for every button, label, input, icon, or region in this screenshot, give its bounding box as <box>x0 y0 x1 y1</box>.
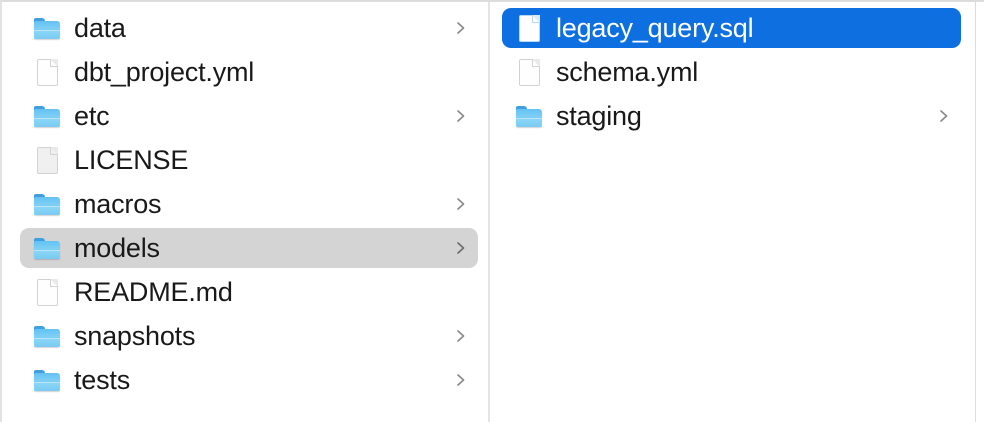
folder-icon <box>34 13 60 43</box>
list-item-selected[interactable]: legacy_query.sql <box>502 8 961 48</box>
chevron-right-icon[interactable] <box>454 194 468 214</box>
list-item[interactable]: macros <box>20 184 478 224</box>
list-item-selected-inactive[interactable]: models <box>20 228 478 268</box>
list-item[interactable]: staging <box>502 96 961 136</box>
folder-icon <box>34 189 60 219</box>
list-item-label: models <box>74 233 160 263</box>
chevron-right-icon[interactable] <box>454 18 468 38</box>
list-item-label: schema.yml <box>556 57 699 87</box>
chevron-right-icon[interactable] <box>454 238 468 258</box>
folder-icon <box>516 101 542 131</box>
list-item[interactable]: etc <box>20 96 478 136</box>
list-item-label: etc <box>74 101 110 131</box>
browser-column-models[interactable]: legacy_query.sql schema.yml <box>490 2 975 422</box>
list-item-label: snapshots <box>74 321 196 351</box>
list-item[interactable]: dbt_project.yml <box>20 52 478 92</box>
list-item[interactable]: LICENSE <box>20 140 478 180</box>
list-item[interactable]: data <box>20 8 478 48</box>
file-list-models: legacy_query.sql schema.yml <box>490 8 975 136</box>
window-left-edge <box>0 0 2 422</box>
chevron-right-icon[interactable] <box>937 106 951 126</box>
document-icon <box>34 277 60 307</box>
window-right-edge <box>975 0 976 422</box>
list-item[interactable]: tests <box>20 360 478 400</box>
chevron-right-icon[interactable] <box>454 326 468 346</box>
list-item-label: README.md <box>74 277 233 307</box>
folder-icon <box>34 321 60 351</box>
list-item-label: LICENSE <box>74 145 189 175</box>
list-item-label: staging <box>556 101 642 131</box>
file-list-parent: data dbt_project.yml <box>0 8 488 400</box>
folder-icon <box>34 101 60 131</box>
document-icon <box>516 57 542 87</box>
chevron-right-icon[interactable] <box>454 370 468 390</box>
folder-icon <box>34 365 60 395</box>
list-item[interactable]: snapshots <box>20 316 478 356</box>
list-item-label: legacy_query.sql <box>556 13 754 43</box>
list-item-label: macros <box>74 189 162 219</box>
chevron-right-icon[interactable] <box>454 106 468 126</box>
list-item-label: dbt_project.yml <box>74 57 255 87</box>
document-icon <box>34 145 60 175</box>
list-item-label: data <box>74 13 126 43</box>
window-top-edge <box>0 0 984 2</box>
list-item-label: tests <box>74 365 131 395</box>
list-item[interactable]: README.md <box>20 272 478 312</box>
folder-icon <box>34 233 60 263</box>
document-icon <box>34 57 60 87</box>
browser-column-parent[interactable]: data dbt_project.yml <box>0 2 490 422</box>
document-icon <box>516 13 542 43</box>
list-item[interactable]: schema.yml <box>502 52 961 92</box>
